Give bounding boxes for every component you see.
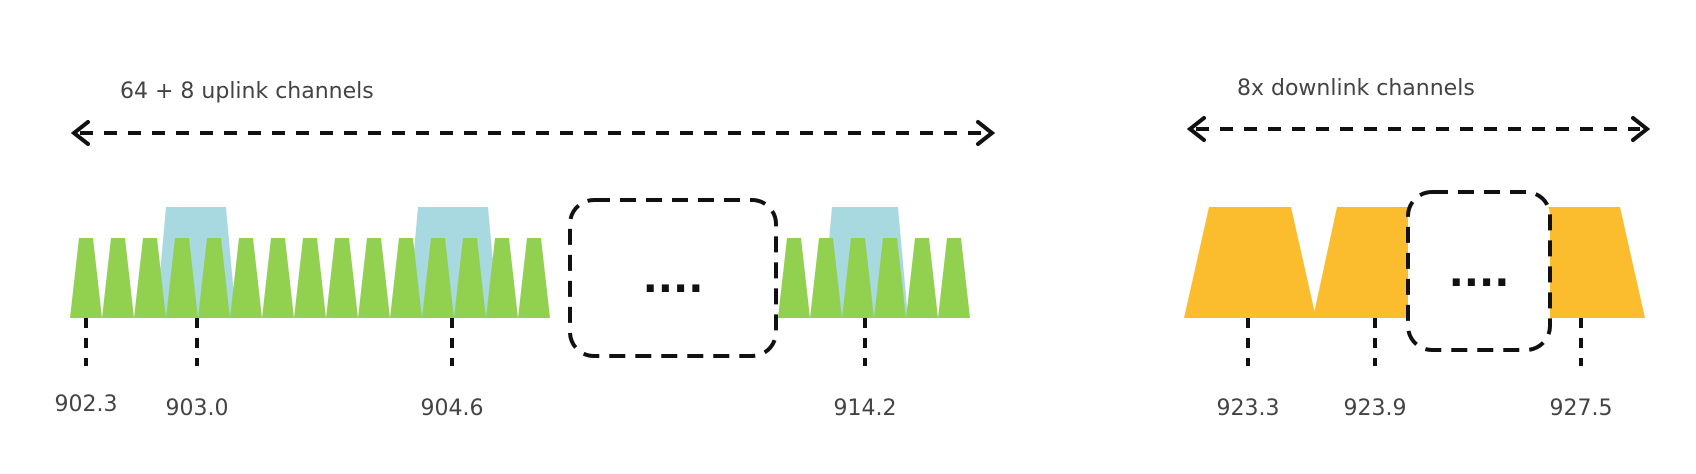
uplink-narrow-channel: [134, 238, 166, 318]
uplink-narrow-channel: [230, 238, 262, 318]
uplink-narrow-channel: [874, 238, 906, 318]
uplink-narrow-channel: [938, 238, 970, 318]
downlink-frequency-labels: 923.3 923.9 927.5: [1217, 396, 1613, 421]
uplink-narrow-channel: [294, 238, 326, 318]
uplink-narrow-channel: [390, 238, 422, 318]
uplink-narrow-channel: [422, 238, 454, 318]
downlink-title: 8x downlink channels: [1237, 76, 1475, 101]
downlink-span-arrow: [1186, 116, 1651, 142]
uplink-narrow-channel: [70, 238, 102, 318]
uplink-ellipsis: ....: [643, 256, 704, 302]
downlink-frequency-label: 927.5: [1550, 396, 1613, 421]
uplink-narrow-channel: [778, 238, 810, 318]
uplink-narrow-channel: [326, 238, 358, 318]
downlink-channel: [1184, 207, 1316, 318]
uplink-gap-box: [568, 198, 778, 358]
uplink-frequency-labels: 902.3 903.0 904.6 914.2: [55, 392, 897, 421]
downlink-gap-box: [1406, 190, 1552, 352]
downlink-gap: ....: [1406, 190, 1552, 352]
downlink-section: 8x downlink channels .... 923.3 923.9 92…: [1184, 76, 1651, 421]
uplink-narrow-channel: [486, 238, 518, 318]
uplink-wide-channel: [408, 207, 498, 318]
downlink-channel: [1313, 207, 1413, 318]
uplink-span-arrow: [70, 120, 996, 146]
uplink-narrow-channel: [906, 238, 938, 318]
uplink-frequency-label: 904.6: [421, 396, 484, 421]
downlink-frequency-label: 923.9: [1344, 396, 1407, 421]
downlink-channels: [1184, 207, 1645, 318]
uplink-narrow-channel: [262, 238, 294, 318]
uplink-narrow-channels: [70, 238, 970, 318]
downlink-ellipsis: ....: [1449, 250, 1510, 296]
downlink-channel: [1548, 207, 1645, 318]
uplink-title: 64 + 8 uplink channels: [120, 79, 374, 104]
uplink-frequency-label: 903.0: [166, 396, 229, 421]
uplink-narrow-channel: [198, 238, 230, 318]
uplink-ticks: [84, 318, 867, 366]
uplink-narrow-channel: [810, 238, 842, 318]
downlink-frequency-label: 923.3: [1217, 396, 1280, 421]
uplink-frequency-label: 914.2: [834, 396, 897, 421]
uplink-frequency-label: 902.3: [55, 392, 118, 417]
uplink-narrow-channel: [102, 238, 134, 318]
uplink-narrow-channel: [166, 238, 198, 318]
uplink-narrow-channel: [518, 238, 550, 318]
uplink-narrow-channel: [454, 238, 486, 318]
uplink-narrow-channel: [358, 238, 390, 318]
uplink-gap: ....: [568, 198, 778, 358]
downlink-ticks: [1246, 318, 1583, 366]
uplink-narrow-channel: [842, 238, 874, 318]
uplink-section: 64 + 8 uplink channels ....: [55, 79, 996, 421]
